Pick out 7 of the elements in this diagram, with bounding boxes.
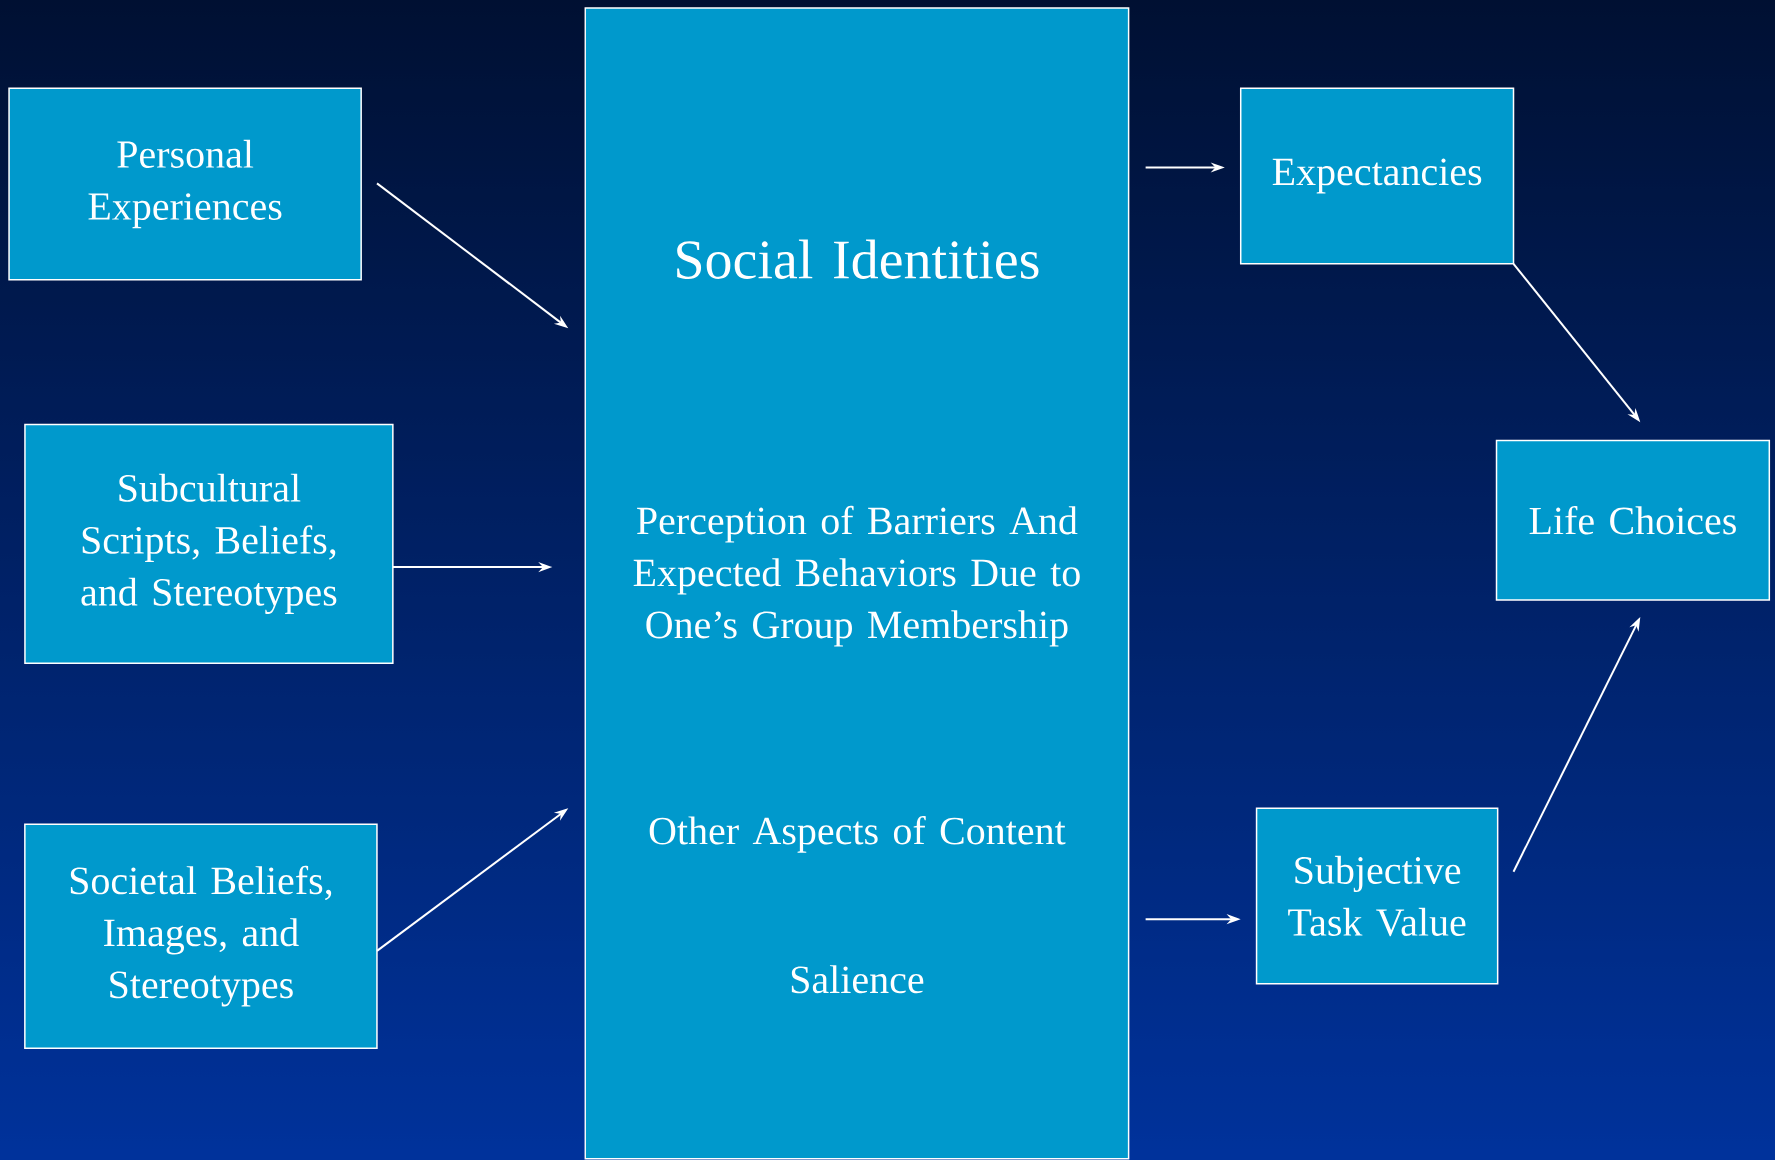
text-box: Expectancies [1239, 87, 1515, 265]
text-box: Societal Beliefs, Images, and Stereotypes [24, 823, 378, 1049]
text-box: Personal Experiences [8, 87, 362, 281]
text-box: Subcultural Scripts, Beliefs, and Stereotypes [24, 423, 394, 665]
text-box: Social Identities Perception of Barriers And Expected Behaviors Due to One’s Group Membership Other Aspects of Content Salience [584, 7, 1130, 1160]
text-box: Life Choices [1495, 439, 1771, 601]
text-box: Subjective Task Value [1255, 807, 1499, 985]
